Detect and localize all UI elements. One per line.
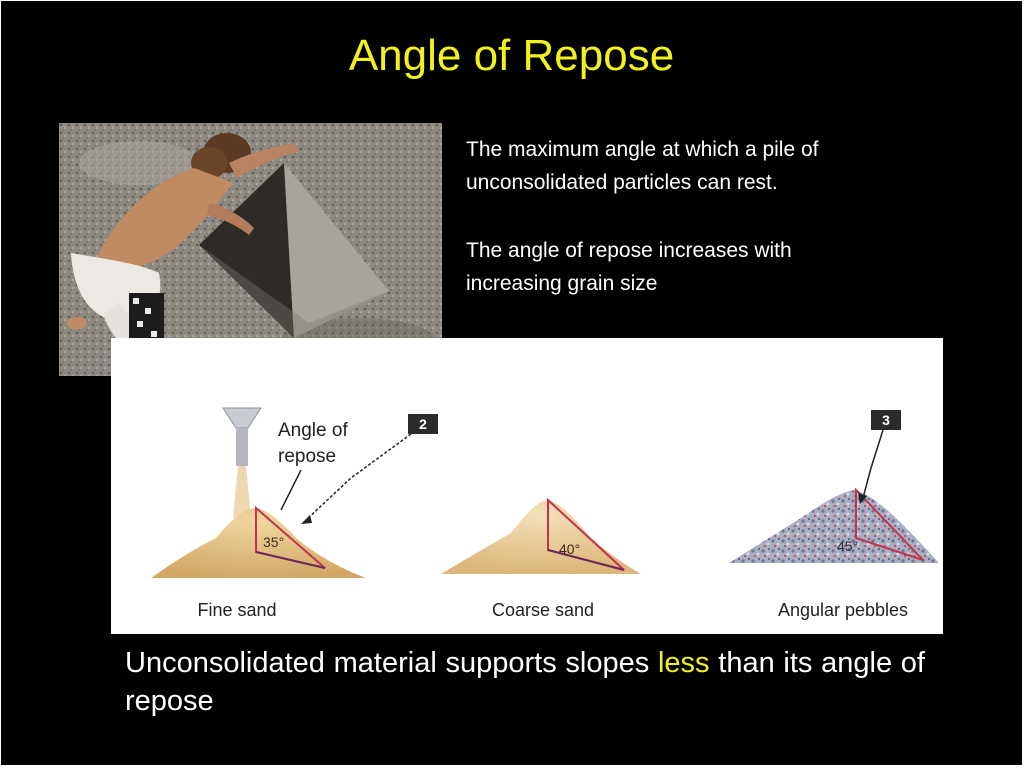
funnel-icon [222, 407, 262, 466]
sand-pyramid-photo [59, 123, 442, 376]
coarse-sand-angle: 40° [559, 541, 580, 557]
conclusion-text-end: than its angle of repose [125, 647, 925, 717]
fine-sand-label: Fine sand [197, 600, 276, 620]
callout-label-line1: Angle of [278, 420, 348, 441]
definition-text: The maximum angle at which a pile of unc… [466, 133, 986, 199]
angular-pebbles-angle: 45° [837, 538, 858, 554]
callout-label-line2: repose [278, 446, 336, 467]
conclusion-text-start: Unconsolidated material supports slopes [125, 647, 658, 679]
fine-sand-pile [151, 508, 366, 578]
angular-pebbles-label: Angular pebbles [778, 600, 908, 620]
conclusion-highlight-word: less [657, 647, 710, 679]
grain-size-text: The angle of repose increases with incre… [466, 234, 986, 300]
coarse-sand-pile [441, 500, 641, 574]
angular-pebbles-pile [729, 490, 939, 563]
callout-box-3 [871, 410, 901, 430]
callout-box-2-label: 2 [419, 416, 427, 432]
angle-of-repose-diagram: 35° Angle of repose 2 40° 45° 3 [111, 338, 943, 634]
definition-line-1: The maximum angle at which a pile of [466, 138, 819, 161]
conclusion-text: Unconsolidated material supports slopes … [125, 644, 925, 720]
coarse-sand-label: Coarse sand [492, 600, 594, 620]
grain-size-line-1: The angle of repose increases with [466, 239, 792, 262]
definition-line-2: unconsolidated particles can rest. [466, 171, 778, 194]
callout-box-3-label: 3 [882, 412, 890, 428]
callout-box-2 [408, 414, 438, 434]
fine-sand-angle: 35° [263, 534, 284, 550]
slide-title: Angle of Repose [348, 31, 675, 80]
grain-size-line-2: increasing grain size [466, 272, 658, 295]
